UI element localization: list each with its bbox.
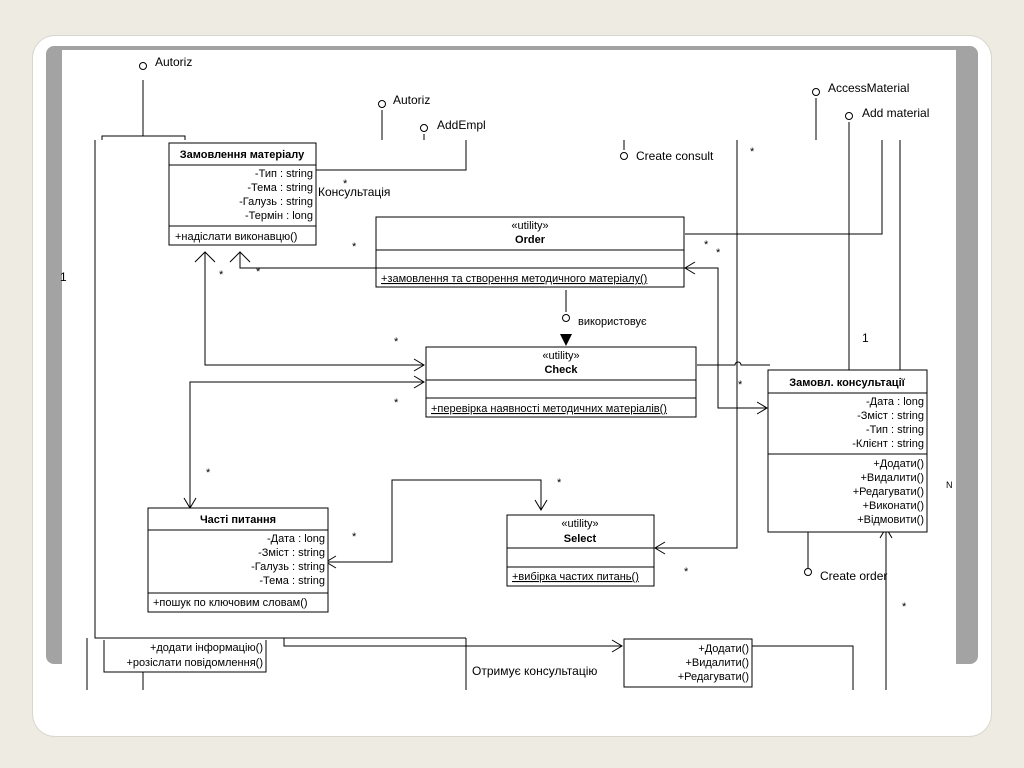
class-attr: -Термін : long [245,210,313,222]
class-op: +замовлення та створення методичного мат… [381,273,647,285]
check-konsult-line [697,361,770,366]
class-attr: -Тема : string [259,575,325,587]
class-op: +надіслати виконавцю() [175,231,297,243]
konsult-select-line [655,140,738,549]
select-chasti-assoc [326,479,542,563]
uses-circle [562,314,570,322]
uses-arrowhead [560,334,572,346]
uses-label: використовує [578,316,647,328]
class-op: +Відмовити() [857,514,924,526]
left-frame-line [94,140,466,639]
multiplicity-one-right: 1 [862,331,869,345]
multiplicity-star: * [352,241,357,253]
multiplicity-star: * [394,397,399,409]
class-attr: -Тип : string [866,424,924,436]
class-attr: -Зміст : string [258,547,325,559]
n-mark: N [946,480,953,490]
class-name: Часті питання [200,514,276,526]
multiplicity-star: * [738,379,743,391]
multiplicity-star: * [704,239,709,251]
autoriz-label-2: Autoriz [393,93,430,107]
addempl-connector [316,140,467,171]
class-name: Замовлення матеріалу [180,149,305,161]
access-material-lollipop [812,88,820,96]
class-zamovlennia-materialu: Замовлення матеріалу -Тип : string -Тема… [168,142,317,246]
class-stereotype: «utility» [542,350,579,362]
class-op: +Додати() [873,458,924,470]
class-check: «utility» Check +перевірка наявності мет… [425,346,697,418]
multiplicity-star: * [256,266,261,278]
class-name: Check [544,364,578,376]
multiplicity-star: * [343,178,348,190]
konsultatsiia-label: Консультація [318,185,390,199]
check-chasti-assoc [189,381,424,508]
bottom-to-right-box [283,638,622,647]
multiplicity-star: * [716,247,721,259]
autoriz-lollipop-1 [139,62,147,70]
multiplicity-star: * [394,336,399,348]
addempl-lollipop [420,124,428,132]
multiplicity-star: * [684,566,689,578]
order-zamovlennia-assoc [239,252,424,269]
multiplicity-star: * [352,531,357,543]
class-bottom-right-partial: +Додати() +Видалити() +Редагувати() [623,638,753,688]
class-op: +перевірка наявності методичних матеріал… [431,403,667,415]
class-attr: -Галузь : string [251,561,325,573]
class-attr: -Галузь : string [239,196,313,208]
class-chasti-pytannia: Часті питання -Дата : long -Зміст : stri… [147,507,329,613]
multiplicity-star: * [206,467,211,479]
bottom-right-line [752,645,854,690]
class-name: Замовл. консультації [789,377,905,389]
multiplicity-star: * [750,146,755,158]
class-op: +Видалити() [860,472,924,484]
class-name: Order [515,234,546,246]
class-stereotype: «utility» [511,220,548,232]
class-attr: -Тема : string [247,182,313,194]
add-material-label: Add material [862,106,929,120]
class-attr: -Тип : string [255,168,313,180]
class-bottom-left-partial: +додати інформацію() +розіслати повідомл… [103,640,267,673]
otrymuie-label: Отримує консультацію [472,664,597,678]
class-attr: -Дата : long [866,396,924,408]
multiplicity-star: * [902,601,907,613]
class-attr: -Зміст : string [857,410,924,422]
access-material-label: AccessMaterial [828,81,909,95]
class-order: «utility» Order +замовлення та створення… [375,216,685,288]
multiplicity-star: * [219,269,224,281]
create-consult-label: Create consult [636,149,714,163]
class-select: «utility» Select +вибірка частих питань(… [506,514,655,587]
class-op: +пошук по ключовим словам() [153,597,308,609]
class-op: +Виконати() [863,500,924,512]
interface-circles [139,62,853,576]
class-op: +розіслати повідомлення() [127,657,264,669]
class-name: Select [564,533,597,545]
multiplicity-one-left: 1 [60,270,67,284]
class-attr: -Дата : long [267,533,325,545]
order-konsult-line [685,267,767,409]
zamovlennia-check-assoc [204,252,424,366]
right-to-order-line [685,140,883,235]
class-op: +додати інформацію() [150,642,263,654]
create-consult-lollipop [620,152,628,160]
class-op: +Редагувати() [853,486,924,498]
class-op: +Видалити() [685,657,749,669]
create-order-lollipop [804,568,812,576]
class-op: +вибірка частих питань() [512,571,639,583]
create-order-label: Create order [820,569,887,583]
class-zamovl-konsultatsii: Замовл. консультації -Дата : long -Зміст… [767,369,928,533]
autoriz-label-1: Autoriz [155,55,192,69]
multiplicity-star: * [557,477,562,489]
class-stereotype: «utility» [561,518,598,530]
class-op: +Редагувати() [678,671,749,683]
class-attr: -Клієнт : string [852,438,924,450]
class-op: +Додати() [698,643,749,655]
autoriz-lollipop-2 [378,100,386,108]
add-material-lollipop [845,112,853,120]
addempl-label: AddEmpl [437,118,486,132]
